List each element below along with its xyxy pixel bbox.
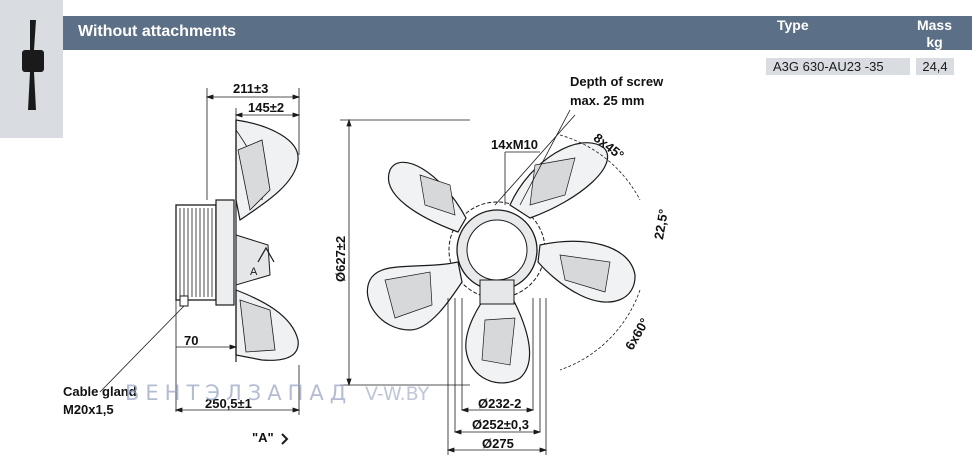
cable-gland-label-line1: Cable gland — [63, 384, 137, 399]
front-dimensions — [340, 109, 576, 455]
section-title: Without attachments — [78, 23, 237, 40]
front-view — [366, 134, 641, 384]
view-a-label: "A" — [252, 430, 274, 445]
watermark-site: V-W.BY — [365, 383, 430, 405]
terminal-box — [479, 279, 515, 305]
hub-flange — [215, 199, 235, 306]
dim-width-211: 211±3 — [233, 81, 269, 96]
mass-column-header: Mass kg — [917, 17, 952, 51]
type-value: A3G 630-AU23 -35 — [766, 58, 910, 75]
section-header: Without attachments — [63, 16, 772, 50]
mass-header-line2: kg — [926, 34, 943, 50]
side-view: A — [175, 119, 299, 362]
mass-header-line1: Mass — [916, 17, 952, 33]
motor-fins — [179, 208, 213, 297]
screw-depth-note-line2: max. 25 mm — [570, 93, 645, 108]
watermark-text: ВЕНТЭЛЗАПАД — [125, 381, 353, 405]
view-a-marker: A — [250, 266, 258, 278]
blade-details — [384, 157, 611, 366]
category-tab — [0, 0, 63, 138]
dim-diameter-627: Ø627±2 — [333, 235, 348, 282]
side-dimensions — [99, 88, 301, 415]
mass-value: 24,4 — [916, 58, 954, 75]
dim-diameter-232: Ø232-2 — [478, 396, 522, 411]
dim-diameter-275: Ø275 — [482, 436, 514, 451]
type-column-header: Type — [777, 17, 809, 33]
dim-width-250: 250,5±1 — [205, 396, 252, 411]
screw-depth-note-line1: Depth of screw — [570, 74, 664, 89]
spec-table-header: Type Mass kg — [772, 16, 972, 50]
axial-fan-icon — [22, 20, 44, 110]
dim-width-145: 145±2 — [248, 100, 285, 115]
dim-70: 70 — [184, 333, 199, 348]
cable-gland-label-line2: M20x1,5 — [63, 402, 114, 417]
thread-callout: 14xM10 — [491, 137, 538, 152]
dim-diameter-252: Ø252±0,3 — [472, 417, 530, 432]
cable-gland — [179, 295, 189, 307]
